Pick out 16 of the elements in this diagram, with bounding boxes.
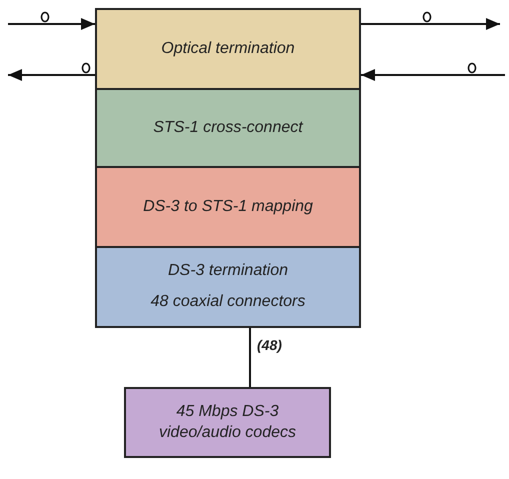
block-box <box>124 387 331 458</box>
block-box <box>95 166 361 248</box>
block-label: STS-1 cross-connect <box>153 118 303 138</box>
block-box <box>95 246 361 328</box>
block-box <box>95 88 361 168</box>
arrow <box>361 69 505 81</box>
block-label: 45 Mbps DS-3 video/audio codecs <box>158 402 297 442</box>
block-label: 48 coaxial connectors <box>150 292 306 312</box>
block-label: Optical termination <box>161 38 295 59</box>
edge-label: (48) <box>256 337 283 353</box>
arrow <box>8 69 95 81</box>
block-label: DS-3 termination <box>168 261 288 282</box>
block-label: DS-3 to STS-1 mapping <box>143 196 313 217</box>
arrow <box>361 18 500 30</box>
block-box <box>95 8 361 90</box>
arrow <box>8 18 95 30</box>
